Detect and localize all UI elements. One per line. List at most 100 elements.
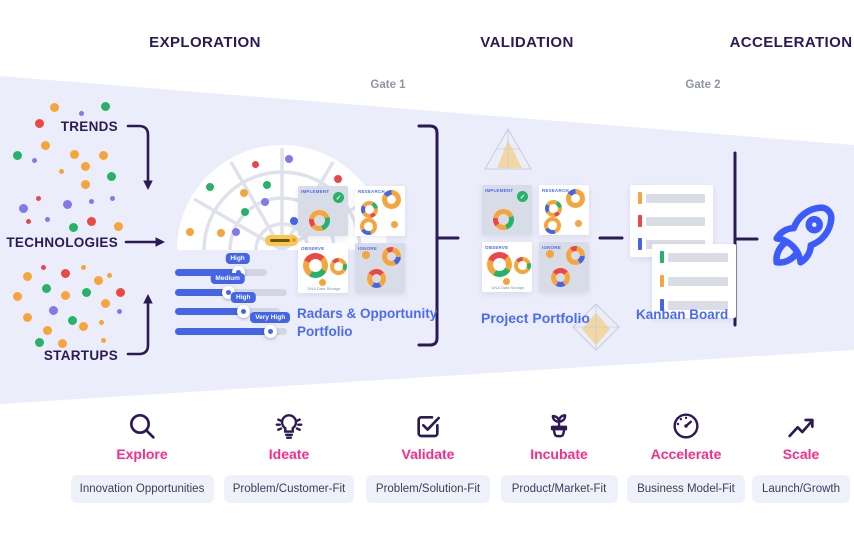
portfolio-card-implement: IMPLEMENT✓	[482, 185, 532, 235]
portfolio-card-ignore: IGNORE	[539, 242, 589, 292]
step-label: Incubate	[530, 446, 588, 462]
gauge-icon-wrap	[670, 410, 702, 442]
kanban-row	[638, 192, 705, 204]
search-icon-wrap	[126, 410, 158, 442]
step-label: Scale	[782, 446, 820, 462]
radar-dot	[217, 229, 225, 237]
donut-chart	[514, 257, 531, 274]
donut-chart	[303, 253, 328, 278]
growth-arrow-icon	[788, 418, 814, 438]
donut-hole	[371, 273, 382, 284]
input-startups-label: STARTUPS	[43, 348, 118, 363]
step-box: Problem/Customer-Fit	[224, 475, 354, 503]
radar-dot	[334, 175, 342, 183]
step-label: Accelerate	[650, 446, 722, 462]
growth-icon-wrap	[785, 410, 817, 442]
stage-acceleration: ACCELERATION	[729, 34, 853, 51]
kanban-caption: Kanban Board	[636, 307, 729, 322]
mini-dot	[391, 221, 398, 228]
portfolio-card-observe: OBSERVE DNA Data Storage	[298, 243, 348, 293]
bulb-icon-wrap	[273, 410, 305, 442]
donut-hole	[498, 214, 509, 225]
radar-selected-tag	[265, 235, 298, 246]
step-label: Ideate	[268, 446, 310, 462]
donut-chart	[367, 269, 386, 288]
card-caption: DNA Data Storage	[491, 285, 525, 290]
lightbulb-icon	[275, 414, 303, 439]
step-box: Product/Market-Fit	[500, 475, 618, 503]
portfolio-card-label: OBSERVE	[485, 245, 509, 250]
input-trends-label: TRENDS	[60, 119, 118, 134]
donut-hole	[365, 205, 374, 214]
check-icon-wrap	[412, 410, 444, 442]
donut-hole	[549, 204, 558, 213]
portfolio-card-research: RESEARCH	[355, 186, 405, 236]
step-box: Problem/Solution-Fit	[366, 475, 490, 503]
kanban-status-chip	[638, 192, 642, 204]
slider-value-badge: Medium	[210, 273, 245, 284]
donut-hole	[493, 258, 506, 271]
mini-dot	[546, 250, 554, 258]
kanban-row	[660, 275, 728, 287]
portfolio-card-ignore: IGNORE	[355, 243, 405, 293]
portfolio-card-label: IGNORE	[542, 245, 561, 250]
kanban-status-chip	[638, 238, 642, 250]
donut-chart	[566, 189, 585, 208]
diamond-icon	[572, 303, 620, 351]
mini-dot	[319, 279, 326, 286]
donut-hole	[314, 215, 325, 226]
slider-fill	[175, 308, 244, 315]
mini-dot	[575, 220, 582, 227]
search-icon	[130, 414, 155, 439]
stage-exploration: EXPLORATION	[149, 34, 261, 51]
donut-hole	[555, 272, 566, 283]
donut-chart	[382, 247, 401, 266]
slider-fill	[175, 328, 271, 335]
donut-hole	[570, 250, 581, 261]
donut-chart	[493, 209, 514, 230]
donut-chart	[361, 201, 378, 218]
slider-value-badge: High	[225, 253, 250, 264]
donut-hole	[386, 194, 397, 205]
portfolio-card-label: IGNORE	[358, 246, 377, 251]
kanban-task-bar	[667, 276, 728, 286]
criteria-slider: Very High	[175, 312, 291, 338]
kanban-row	[660, 299, 728, 311]
donut-chart	[330, 258, 347, 275]
gauge-icon	[673, 413, 699, 439]
kanban-card	[652, 244, 736, 318]
portfolio-card-label: IMPLEMENT	[485, 188, 514, 193]
mini-dot	[362, 251, 370, 259]
check-icon: ✓	[517, 191, 528, 202]
criteria-slider: High	[175, 292, 280, 318]
pyramid-icon	[484, 127, 532, 170]
slider-fill	[175, 269, 238, 276]
radar-tag-text	[270, 239, 290, 242]
card-caption: DNA Data Storage	[307, 286, 341, 291]
donut-chart	[545, 200, 562, 217]
donut-chart	[382, 190, 401, 209]
radar-tag-dot-icon	[291, 238, 296, 242]
donut-hole	[518, 261, 527, 270]
kanban-row	[660, 251, 728, 263]
radar-dot	[285, 155, 293, 163]
step-box: Innovation Opportunities	[70, 475, 214, 503]
portfolio-card-label: OBSERVE	[301, 246, 325, 251]
mini-dot	[503, 278, 510, 285]
radar-dot	[240, 189, 248, 197]
radar-dot	[232, 228, 240, 236]
slider-value-badge: High	[231, 292, 256, 303]
donut-chart	[487, 252, 512, 277]
plant-icon-wrap	[543, 410, 575, 442]
kanban-status-chip	[660, 299, 664, 311]
radar-dot	[261, 198, 269, 206]
input-technologies-label: TECHNOLOGIES	[6, 235, 118, 250]
slider-handle	[237, 305, 251, 318]
kanban-task-bar	[667, 252, 728, 262]
